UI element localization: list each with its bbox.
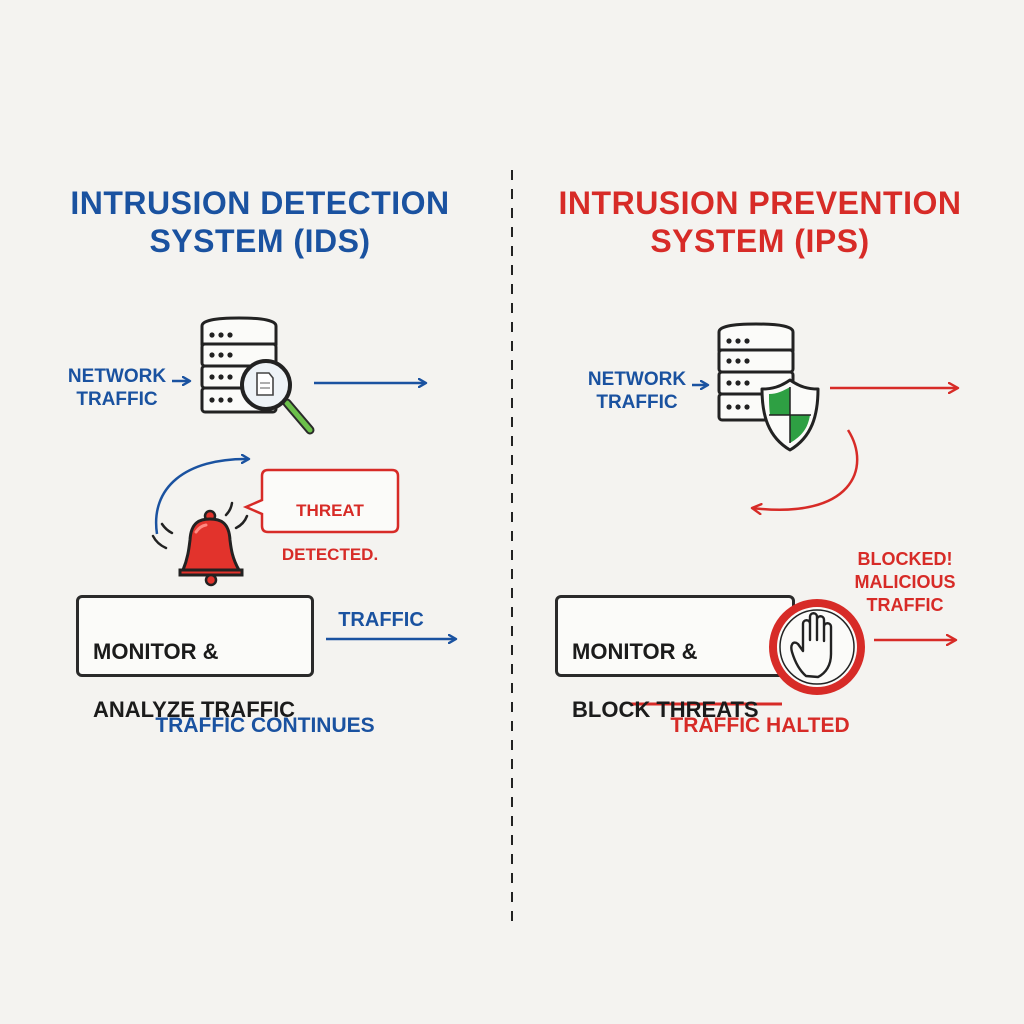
ids-caption: TRAFFIC CONTINUES [155, 714, 375, 737]
ips-blocked-line1: BLOCKED! [857, 549, 953, 569]
ids-title: INTRUSION DETECTION SYSTEM (IDS) [40, 184, 480, 260]
ids-alert-curve-arrow [154, 459, 249, 535]
ips-blocked-line2: MALICIOUS [854, 572, 956, 592]
shield-icon [760, 378, 820, 452]
threat-alert-line2: DETECTED. [281, 545, 379, 564]
ids-title-line2: SYSTEM (IDS) [149, 223, 371, 259]
ips-box-line2: BLOCK THREATS [572, 697, 759, 722]
ips-title-line2: SYSTEM (IPS) [650, 223, 870, 259]
ids-output-label: TRAFFIC [338, 609, 424, 631]
ids-input-label-line2: TRAFFIC [76, 389, 158, 410]
ids-title-line1: INTRUSION DETECTION [70, 185, 450, 221]
ids-input-label: NETWORK TRAFFIC [52, 365, 182, 411]
ips-input-label: NETWORK TRAFFIC [572, 368, 702, 414]
ips-box-line1: MONITOR & [572, 639, 698, 664]
threat-alert-line1: THREAT [296, 501, 364, 520]
ips-input-label-line1: NETWORK [587, 369, 687, 390]
ids-monitor-box: MONITOR & ANALYZE TRAFFIC [76, 595, 314, 722]
magnifier-icon [240, 359, 315, 435]
threat-alert-text: THREAT DETECTED. [266, 478, 394, 588]
ids-box-line2: ANALYZE TRAFFIC [93, 697, 296, 722]
ids-box-line1: MONITOR & [93, 639, 219, 664]
ips-monitor-box: MONITOR & BLOCK THREATS [555, 595, 795, 722]
ips-blocked-label: BLOCKED! MALICIOUS TRAFFIC [840, 548, 970, 617]
alarm-bell-icon [151, 501, 249, 587]
ips-input-label-line2: TRAFFIC [596, 392, 678, 413]
ips-caption: TRAFFIC HALTED [670, 714, 850, 737]
ips-return-curve-arrow [752, 429, 859, 510]
ips-title-line1: INTRUSION PREVENTION [558, 185, 962, 221]
ips-blocked-line3: TRAFFIC [866, 595, 944, 615]
ids-input-label-line1: NETWORK [67, 366, 167, 387]
threat-speech-bubble [242, 468, 400, 534]
ips-title: INTRUSION PREVENTION SYSTEM (IPS) [540, 184, 980, 260]
